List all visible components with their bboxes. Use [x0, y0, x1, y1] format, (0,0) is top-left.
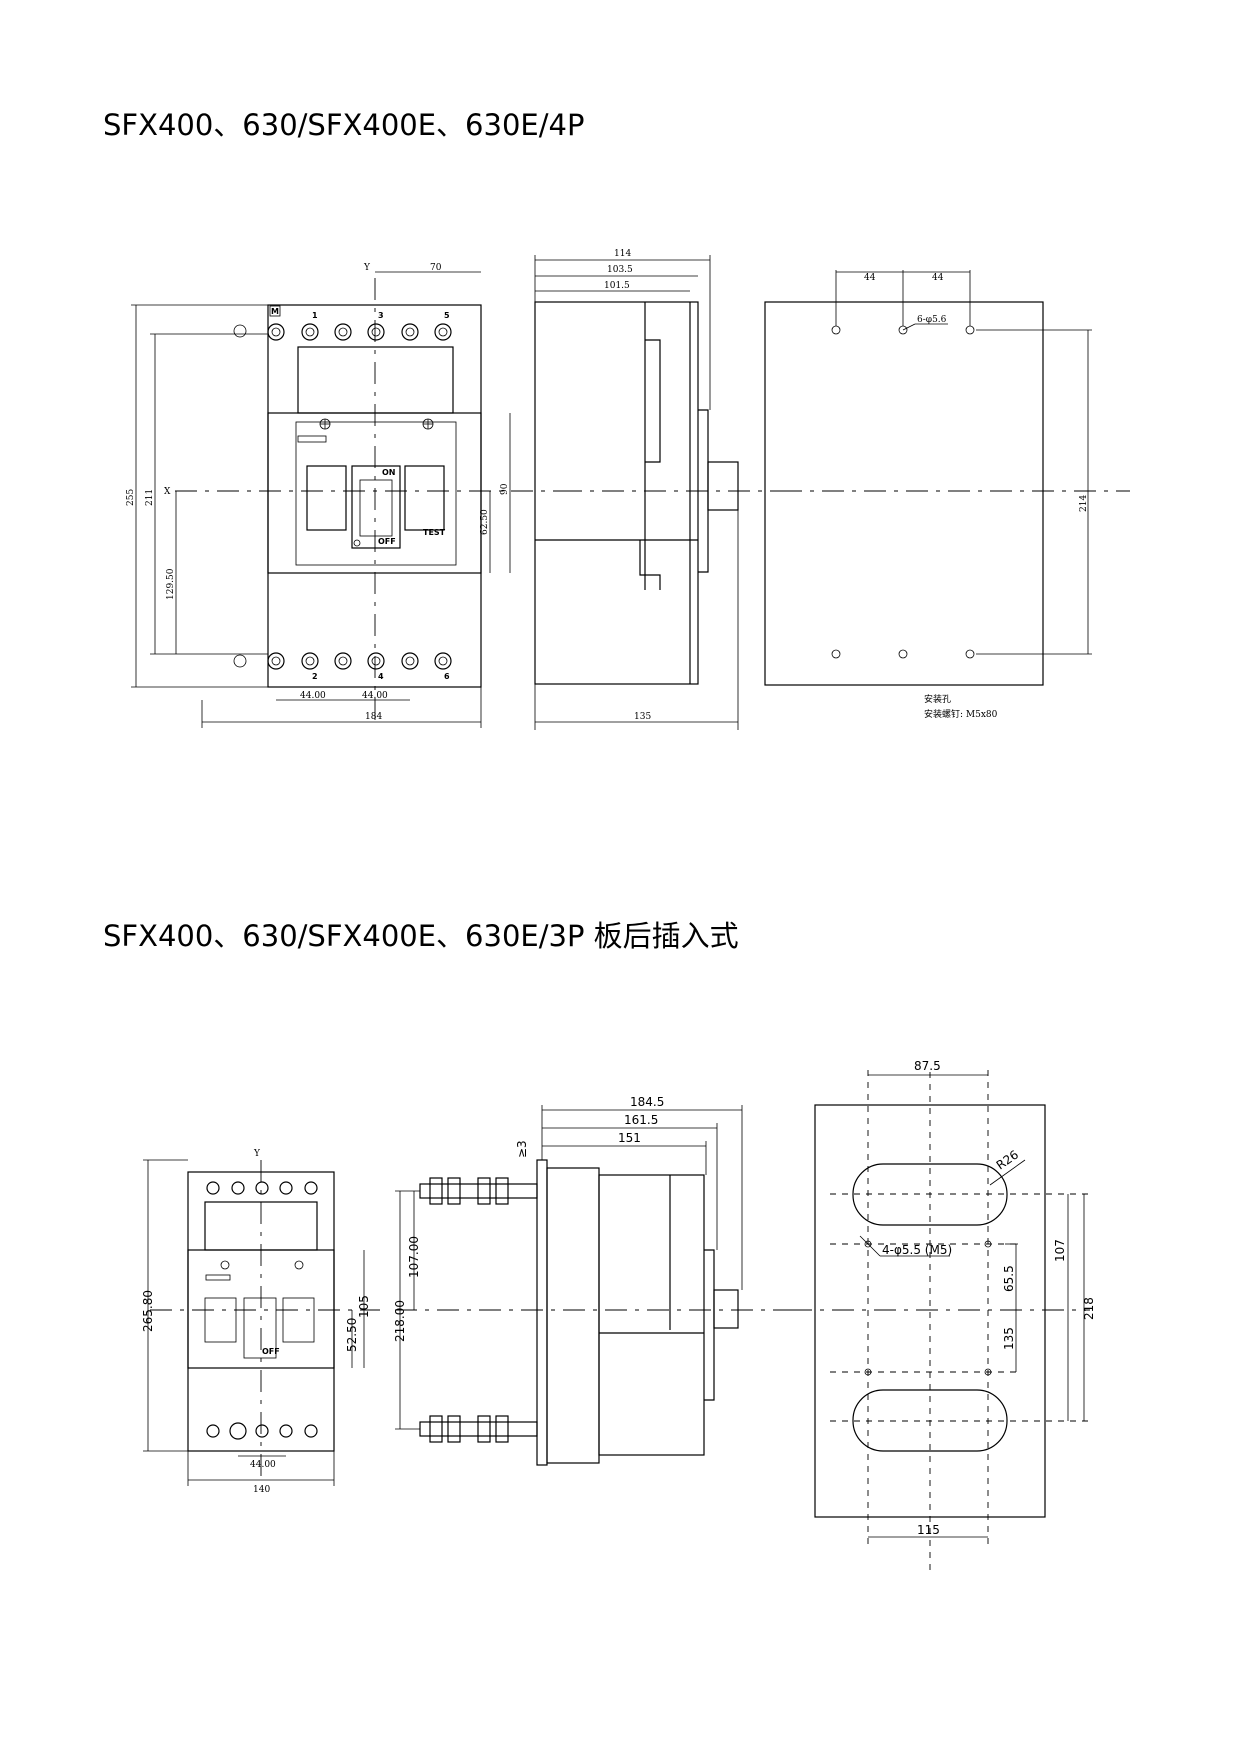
terminal-3: 3 [378, 311, 384, 320]
radius-r26: R26 [994, 1147, 1021, 1172]
dim-211: 211 [145, 489, 155, 506]
dim-135: 135 [1002, 1327, 1016, 1350]
dim-265-80: 265.80 [141, 1290, 155, 1332]
label-off: OFF [378, 537, 396, 546]
label-off: OFF [262, 1347, 280, 1356]
label-on: ON [382, 468, 396, 477]
panel-cutout-3p: 87.5 R26 4-φ5.5 (M5) 107 65.5 135 218 11… [790, 1059, 1096, 1570]
dim-62-50: 62.50 [480, 509, 490, 535]
dim-65-5: 65.5 [1002, 1265, 1016, 1292]
terminal-6: 6 [444, 672, 450, 681]
bottom-terminals [267, 652, 452, 670]
axis-x-label: X [164, 487, 171, 497]
dim-107: 107.00 [407, 1236, 421, 1278]
dim-115: 115 [917, 1523, 940, 1537]
dim-90: 90 [500, 483, 510, 495]
dim-70: 70 [430, 263, 442, 273]
front-view-3p: 265.80 105 52.50 44.00 140 Y OFF [141, 1149, 380, 1495]
dim-103-5: 103.5 [607, 265, 633, 275]
drawing-title-3p-rear: SFX400、630/SFX400E、630E/3P 板后插入式 [103, 919, 739, 953]
dim-52-50: 52.50 [345, 1318, 359, 1352]
dim-218: 218 [1082, 1297, 1096, 1320]
dim-184-5: 184.5 [630, 1095, 664, 1109]
mounting-plate-4p: 44 44 6-φ5.6 214 安装孔 安装螺钉: M5x80 [764, 270, 1130, 720]
dim-184: 184 [365, 712, 382, 722]
axis-y-label: Y [363, 263, 371, 273]
dim-44-right: 44.00 [362, 691, 388, 701]
dim-107: 107 [1053, 1239, 1067, 1262]
dim-135: 135 [634, 712, 651, 722]
terminal-4: 4 [378, 672, 384, 681]
dim-87-5: 87.5 [914, 1059, 941, 1073]
dim-44: 44.00 [250, 1460, 276, 1470]
side-view-3p-rear: 184.5 161.5 151 ≥3 107.00 218.00 [393, 1095, 790, 1466]
dim-114: 114 [614, 249, 631, 259]
holes-4-5-5: 4-φ5.5 (M5) [882, 1243, 952, 1257]
dim-161-5: 161.5 [624, 1113, 658, 1127]
drawing-title-4p: SFX400、630/SFX400E、630E/4P [103, 108, 585, 142]
dim-101-5: 101.5 [604, 281, 630, 291]
front-view-4p: 70 255 211 129.50 90 62.50 44.00 44.00 1… [126, 263, 560, 728]
dim-129-50: 129.50 [166, 568, 176, 600]
dim-ge-3: ≥3 [515, 1140, 529, 1158]
terminal-1: 1 [312, 311, 318, 320]
dim-218: 218.00 [393, 1300, 407, 1342]
mark-m: M [271, 307, 279, 316]
dim-44-right: 44 [932, 273, 944, 283]
dim-105: 105 [357, 1295, 371, 1318]
terminal-5: 5 [444, 311, 450, 320]
dim-214: 214 [1079, 495, 1089, 512]
terminal-2: 2 [312, 672, 318, 681]
dim-44-left: 44.00 [300, 691, 326, 701]
dim-255: 255 [126, 489, 136, 506]
side-view-4p: 114 103.5 101.5 135 [534, 249, 780, 730]
label-test: TEST [423, 528, 446, 537]
note-mounting-screws: 安装螺钉: M5x80 [924, 708, 998, 720]
dim-44-left: 44 [864, 273, 876, 283]
dim-140: 140 [253, 1485, 270, 1495]
axis-y-label: Y [253, 1149, 261, 1159]
dim-151: 151 [618, 1131, 641, 1145]
note-mounting-holes: 安装孔 [924, 693, 951, 705]
holes-6-5-6: 6-φ5.6 [917, 315, 947, 325]
top-terminals [267, 305, 452, 341]
